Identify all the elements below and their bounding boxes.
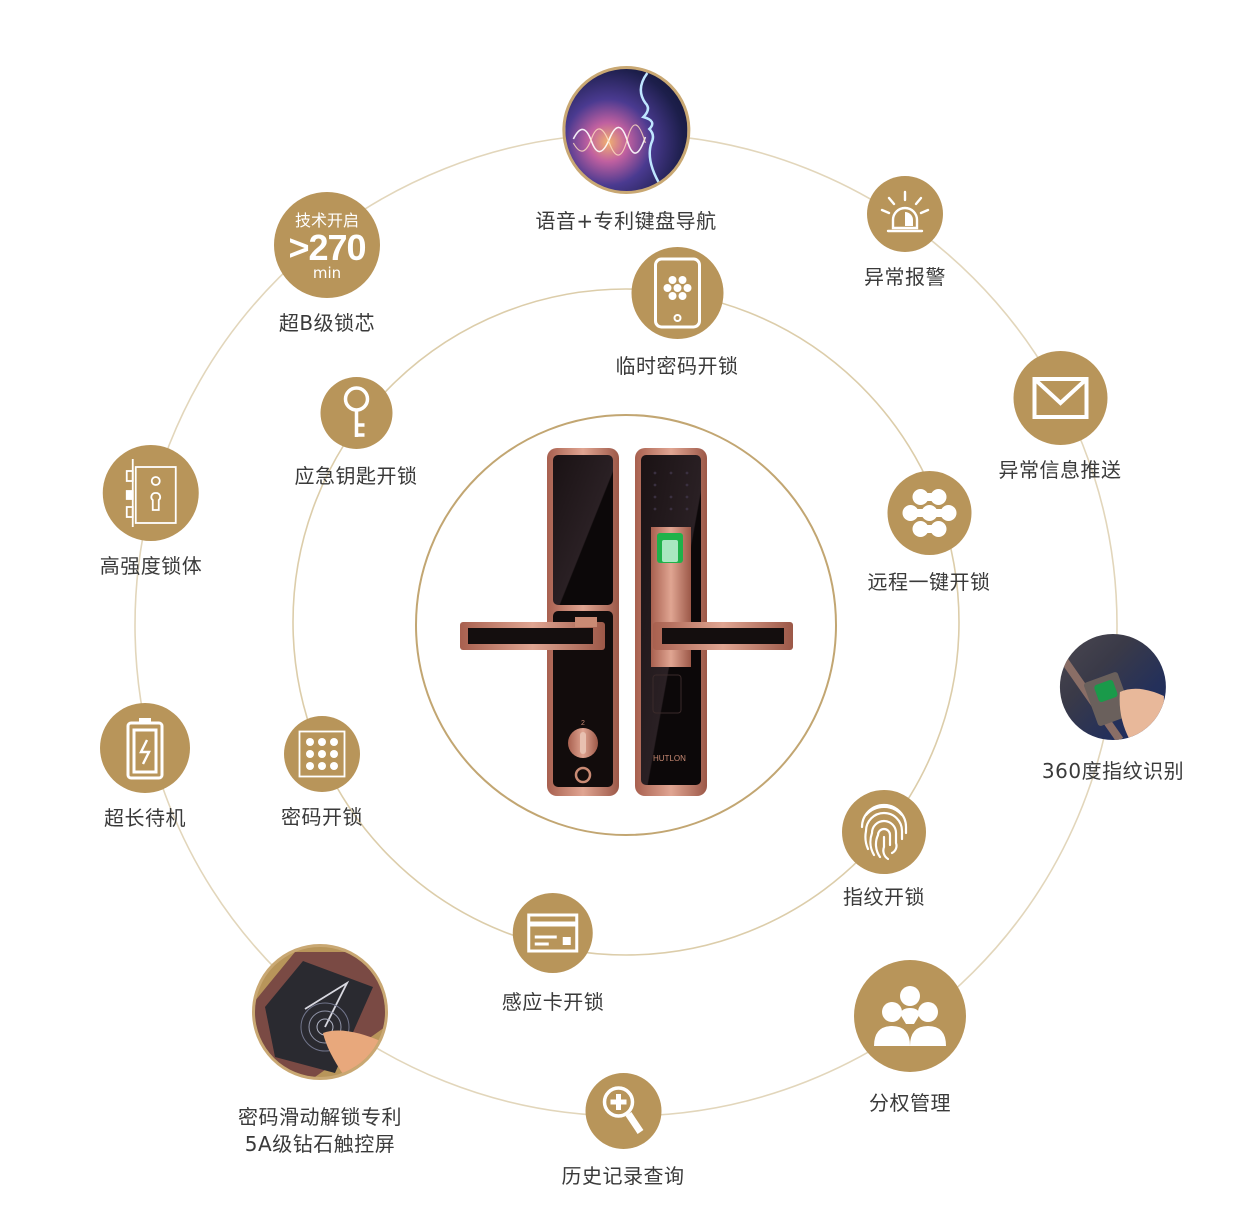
feature-history-query: 历史记录查询 [562, 1073, 685, 1190]
phone-icon [631, 247, 723, 339]
feature-alarm: 异常报警 [864, 176, 946, 291]
feature-touchscreen: 密码滑动解锁专利 5A级钻石触控屏 [238, 944, 402, 1158]
brand-logo: HUTLON [653, 754, 686, 763]
feature-card-unlock: 感应卡开锁 [502, 893, 605, 1016]
feature-remote-unlock: 远程一键开锁 [868, 471, 991, 596]
lock-cylinder-badge: 技术开启 >270 min [274, 192, 380, 298]
battery-icon [100, 703, 190, 793]
feature-lock-cylinder: 技术开启 >270 min 超B级锁芯 [274, 192, 380, 337]
feature-long-standby: 超长待机 [100, 703, 190, 832]
mortise-lock-icon [103, 445, 199, 541]
feature-lock-body: 高强度锁体 [100, 445, 203, 580]
voice-wave-photo [561, 66, 690, 194]
touchscreen-photo [252, 944, 388, 1080]
touchscreen-label: 密码滑动解锁专利 5A级钻石触控屏 [238, 1105, 402, 1156]
users-icon [854, 960, 966, 1072]
feature-temporary-password: 临时密码开锁 [616, 247, 739, 380]
smart-lock-product-image: 2 HUTLON [455, 445, 800, 800]
feature-voice-navigation: 语音+专利键盘导航 [535, 66, 716, 235]
feature-fingerprint-unlock: 指纹开锁 [842, 790, 926, 911]
fingerprint-photo [1060, 634, 1166, 740]
feature-permission-management: 分权管理 [854, 960, 966, 1117]
card-icon [513, 893, 593, 973]
envelope-icon [1013, 351, 1107, 445]
feature-fingerprint-360: 360度指纹识别 [1042, 634, 1184, 785]
svg-text:2: 2 [581, 720, 585, 727]
feature-emergency-key: 应急钥匙开锁 [295, 377, 418, 490]
siren-icon [867, 176, 943, 252]
feature-message-push: 异常信息推送 [999, 351, 1122, 484]
key-icon [320, 377, 392, 449]
fingerprint-icon [842, 790, 926, 874]
magnifier-plus-icon [585, 1073, 661, 1149]
feature-password-unlock: 密码开锁 [281, 716, 363, 831]
keypad-icon [284, 716, 360, 792]
link-dots-icon [887, 471, 971, 555]
